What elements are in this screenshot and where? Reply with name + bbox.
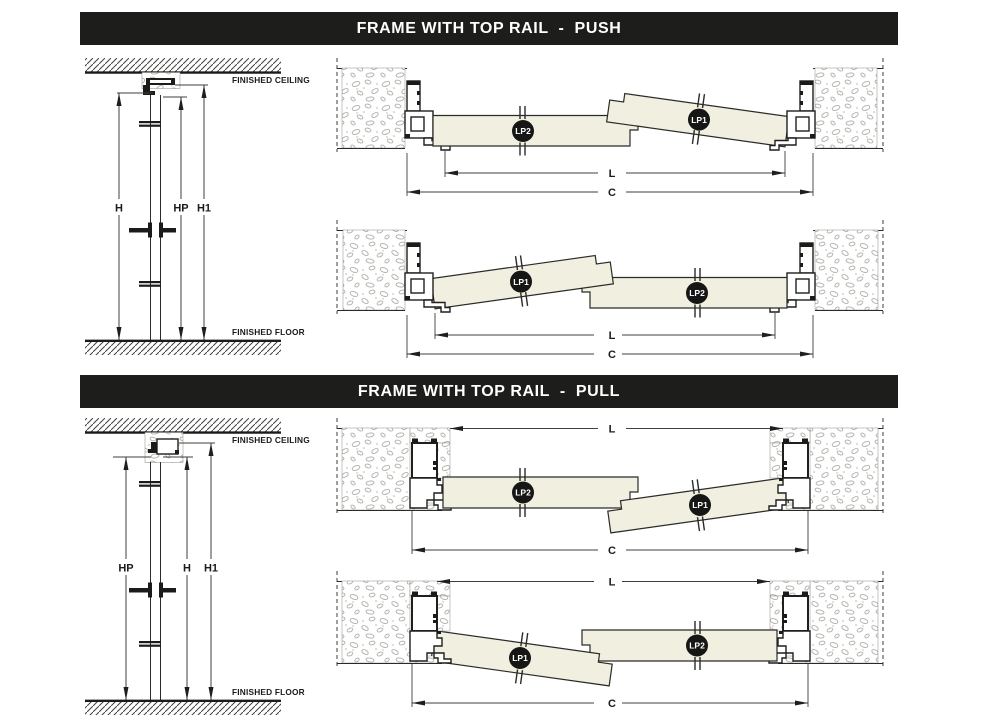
dimension-L-line [444,151,786,177]
right-wall [814,67,878,149]
pull-plan-bottom: LP1 LP2 L C [320,568,900,710]
svg-text:LP2: LP2 [689,641,705,651]
panel-badge-lp2: LP2 [512,481,534,504]
panel-badge-lp1: LP1 [688,108,710,131]
break-marks-closed [519,468,526,517]
panel-badge-lp2: LP2 [512,120,534,142]
door-handle [129,582,176,598]
section-banner-pull: FRAME WITH TOP RAIL - PULL [80,375,898,408]
head-frame-detail [141,72,181,95]
pull-plan-geometry [336,418,884,554]
dimension-H: H [163,456,195,700]
right-wall [769,427,879,511]
dimension-H1: H1 [175,84,214,340]
svg-text:LP1: LP1 [692,500,708,510]
push-plan-top: LP2 LP1 L C [336,58,884,199]
dimension-HP: HP [163,96,192,340]
ceiling-hatch [85,418,281,434]
svg-text:LP1: LP1 [691,115,707,125]
dim-label-L: L [609,424,616,436]
dim-label-L: L [609,168,616,180]
dimension-H: H [111,92,153,340]
dim-label-h1: H1 [204,563,218,575]
finished-floor-label: FINISHED FLOOR [232,327,305,337]
push-elevation-diagram: H HP H1 FINISHED CEILING FINISHED FLOOR [85,58,310,355]
left-jamb-profile [409,438,452,511]
svg-text:LP2: LP2 [515,126,531,136]
push-plan-bottom: LP1 LP2 L C [320,217,900,361]
panel-badge-lp1: LP1 [510,270,532,293]
dim-label-hp: HP [118,563,133,575]
floor-hatch [85,699,281,715]
pull-plan-top: LP2 LP1 L C [336,418,884,557]
dim-label-h1: H1 [197,203,211,215]
right-jamb-profile [768,438,811,511]
svg-text:LP1: LP1 [513,277,529,287]
dim-label-L: L [609,330,616,342]
dimension-C-line [406,153,814,196]
panel-badge-lp1: LP1 [509,647,531,669]
dim-label-C: C [608,698,616,710]
door-slab-edge [139,462,161,700]
finished-ceiling-label: FINISHED CEILING [232,75,310,85]
dim-label-h: H [183,563,191,575]
svg-text:LP2: LP2 [689,288,705,298]
dimension-C-line [411,511,809,554]
dim-label-h: H [115,203,123,215]
closed-door-panel [442,476,639,509]
panel-badge-lp2: LP2 [686,282,708,304]
finished-floor-label: FINISHED FLOOR [232,687,305,697]
floor-hatch [85,339,281,355]
svg-text:LP1: LP1 [512,653,528,663]
break-marks-closed [519,106,526,156]
dim-label-C: C [608,349,616,361]
door-slab-edge [139,95,161,340]
dimension-HP: HP [113,456,151,700]
svg-text:LP2: LP2 [515,488,531,498]
dim-label-C: C [608,187,616,199]
dimension-H1: H1 [179,442,221,700]
pull-elevation-diagram: HP H H1 FINISHED CEILING FINISHED FLOOR [85,418,310,715]
section-banner-push: FRAME WITH TOP RAIL - PUSH [80,12,898,45]
dim-label-C: C [608,545,616,557]
right-jamb-profile [769,80,816,151]
dim-label-hp: HP [173,203,188,215]
panel-badge-lp1: LP1 [689,494,711,516]
finished-ceiling-label: FINISHED CEILING [232,435,310,445]
dim-label-L: L [609,577,616,589]
door-handle [129,222,176,238]
ceiling-hatch [85,58,281,74]
panel-badge-lp2: LP2 [686,634,708,657]
head-frame-detail [144,432,184,463]
left-wall [341,67,406,149]
